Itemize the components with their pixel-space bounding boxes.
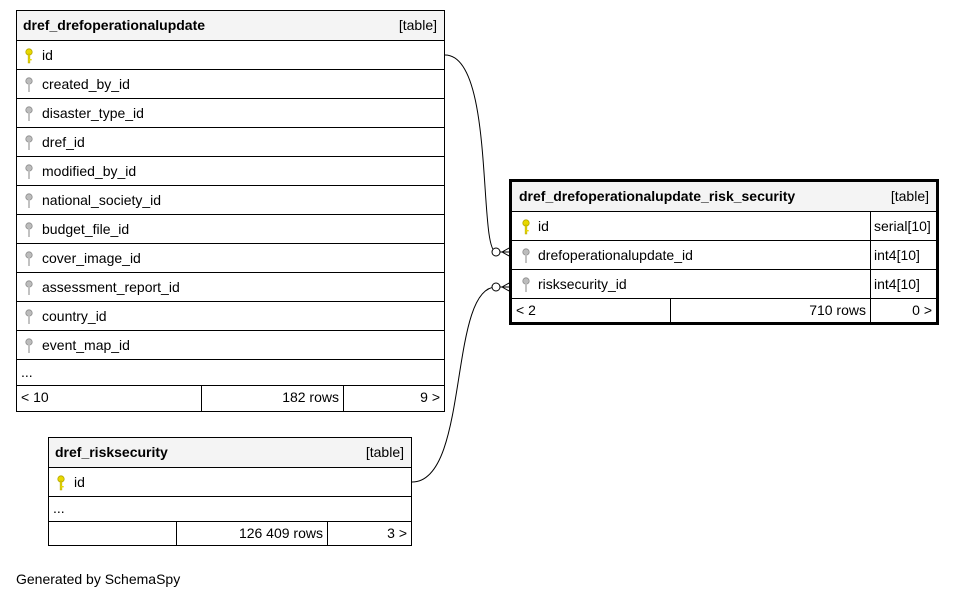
- column-row[interactable]: country_id: [17, 302, 444, 331]
- table-dref-drefoperationalupdate[interactable]: dref_drefoperationalupdate [table] id cr…: [16, 10, 445, 412]
- column-row[interactable]: id serial[10]: [512, 212, 936, 241]
- table-kind: [table]: [398, 17, 437, 33]
- children-link[interactable]: 3 >: [327, 522, 411, 545]
- column-name: created_by_id: [42, 76, 130, 92]
- column-name: disaster_type_id: [42, 105, 144, 121]
- column-name: id: [42, 47, 53, 63]
- column-row[interactable]: id: [17, 41, 444, 70]
- relationship-opupdate-to-risk-security: [444, 54, 497, 253]
- table-stats: 126 409 rows 3 >: [49, 522, 411, 545]
- column-row[interactable]: drefoperationalupdate_id int4[10]: [512, 241, 936, 270]
- foreign-key-icon: [522, 277, 530, 292]
- table-stats: < 10 182 rows 9 >: [17, 386, 444, 411]
- column-name: event_map_id: [42, 337, 130, 353]
- row-count: 710 rows: [670, 299, 870, 322]
- column-row[interactable]: modified_by_id: [17, 157, 444, 186]
- table-kind: [table]: [365, 444, 404, 460]
- primary-key-icon: [522, 219, 530, 235]
- column-type: serial[10]: [870, 212, 936, 240]
- column-row[interactable]: dref_id: [17, 128, 444, 157]
- column-name: dref_id: [42, 134, 85, 150]
- more-columns: ...: [49, 497, 411, 522]
- column-name: country_id: [42, 308, 107, 324]
- children-link[interactable]: 0 >: [870, 299, 936, 322]
- table-name: dref_risksecurity: [55, 444, 168, 460]
- foreign-key-icon: [25, 251, 33, 266]
- column-row[interactable]: id: [49, 468, 411, 497]
- relationship-risksecurity-to-risk-security: [411, 286, 497, 483]
- row-count: 126 409 rows: [176, 522, 327, 545]
- foreign-key-icon: [25, 222, 33, 237]
- column-name: national_society_id: [42, 192, 162, 208]
- column-name: id: [74, 474, 85, 490]
- column-row[interactable]: national_society_id: [17, 186, 444, 215]
- foreign-key-icon: [25, 309, 33, 324]
- column-row[interactable]: created_by_id: [17, 70, 444, 99]
- table-name: dref_drefoperationalupdate: [23, 17, 206, 33]
- column-row[interactable]: cover_image_id: [17, 244, 444, 273]
- column-type: int4[10]: [870, 270, 936, 298]
- column-type: int4[10]: [870, 241, 936, 269]
- more-columns: ...: [17, 360, 444, 386]
- optional-marker: [491, 247, 501, 257]
- table-header: dref_drefoperationalupdate [table]: [17, 11, 444, 41]
- column-row[interactable]: risksecurity_id int4[10]: [512, 270, 936, 299]
- foreign-key-icon: [25, 135, 33, 150]
- parents-link[interactable]: [49, 522, 176, 545]
- column-name: cover_image_id: [42, 250, 141, 266]
- table-stats: < 2 710 rows 0 >: [512, 299, 936, 322]
- column-row[interactable]: assessment_report_id: [17, 273, 444, 302]
- parents-link[interactable]: < 10: [21, 389, 49, 405]
- column-name: id: [538, 218, 549, 234]
- column-name: budget_file_id: [42, 221, 130, 237]
- foreign-key-icon: [25, 193, 33, 208]
- foreign-key-icon: [522, 248, 530, 263]
- primary-key-icon: [57, 475, 65, 491]
- row-count: 182 rows: [201, 386, 343, 411]
- column-row[interactable]: disaster_type_id: [17, 99, 444, 128]
- column-row[interactable]: event_map_id: [17, 331, 444, 360]
- foreign-key-icon: [25, 338, 33, 353]
- foreign-key-icon: [25, 280, 33, 295]
- table-dref-drefoperationalupdate-risk-security[interactable]: dref_drefoperationalupdate_risk_security…: [509, 179, 939, 325]
- column-name: assessment_report_id: [42, 279, 180, 295]
- column-name: modified_by_id: [42, 163, 137, 179]
- optional-marker: [491, 282, 501, 292]
- generated-by-footer: Generated by SchemaSpy: [16, 571, 181, 587]
- column-row[interactable]: budget_file_id: [17, 215, 444, 244]
- foreign-key-icon: [25, 164, 33, 179]
- more-columns-ellipsis: ...: [53, 500, 65, 516]
- primary-key-icon: [25, 48, 33, 64]
- table-header: dref_drefoperationalupdate_risk_security…: [512, 182, 936, 212]
- table-dref-risksecurity[interactable]: dref_risksecurity [table] id ... 126 409…: [48, 437, 412, 546]
- foreign-key-icon: [25, 77, 33, 92]
- parents-link[interactable]: < 2: [516, 302, 536, 318]
- table-name: dref_drefoperationalupdate_risk_security: [519, 188, 796, 204]
- column-name: drefoperationalupdate_id: [538, 247, 693, 263]
- table-kind: [table]: [890, 188, 929, 204]
- table-header: dref_risksecurity [table]: [49, 438, 411, 468]
- children-link[interactable]: 9 >: [343, 386, 444, 411]
- more-columns-ellipsis: ...: [21, 364, 33, 380]
- foreign-key-icon: [25, 106, 33, 121]
- column-name: risksecurity_id: [538, 276, 627, 292]
